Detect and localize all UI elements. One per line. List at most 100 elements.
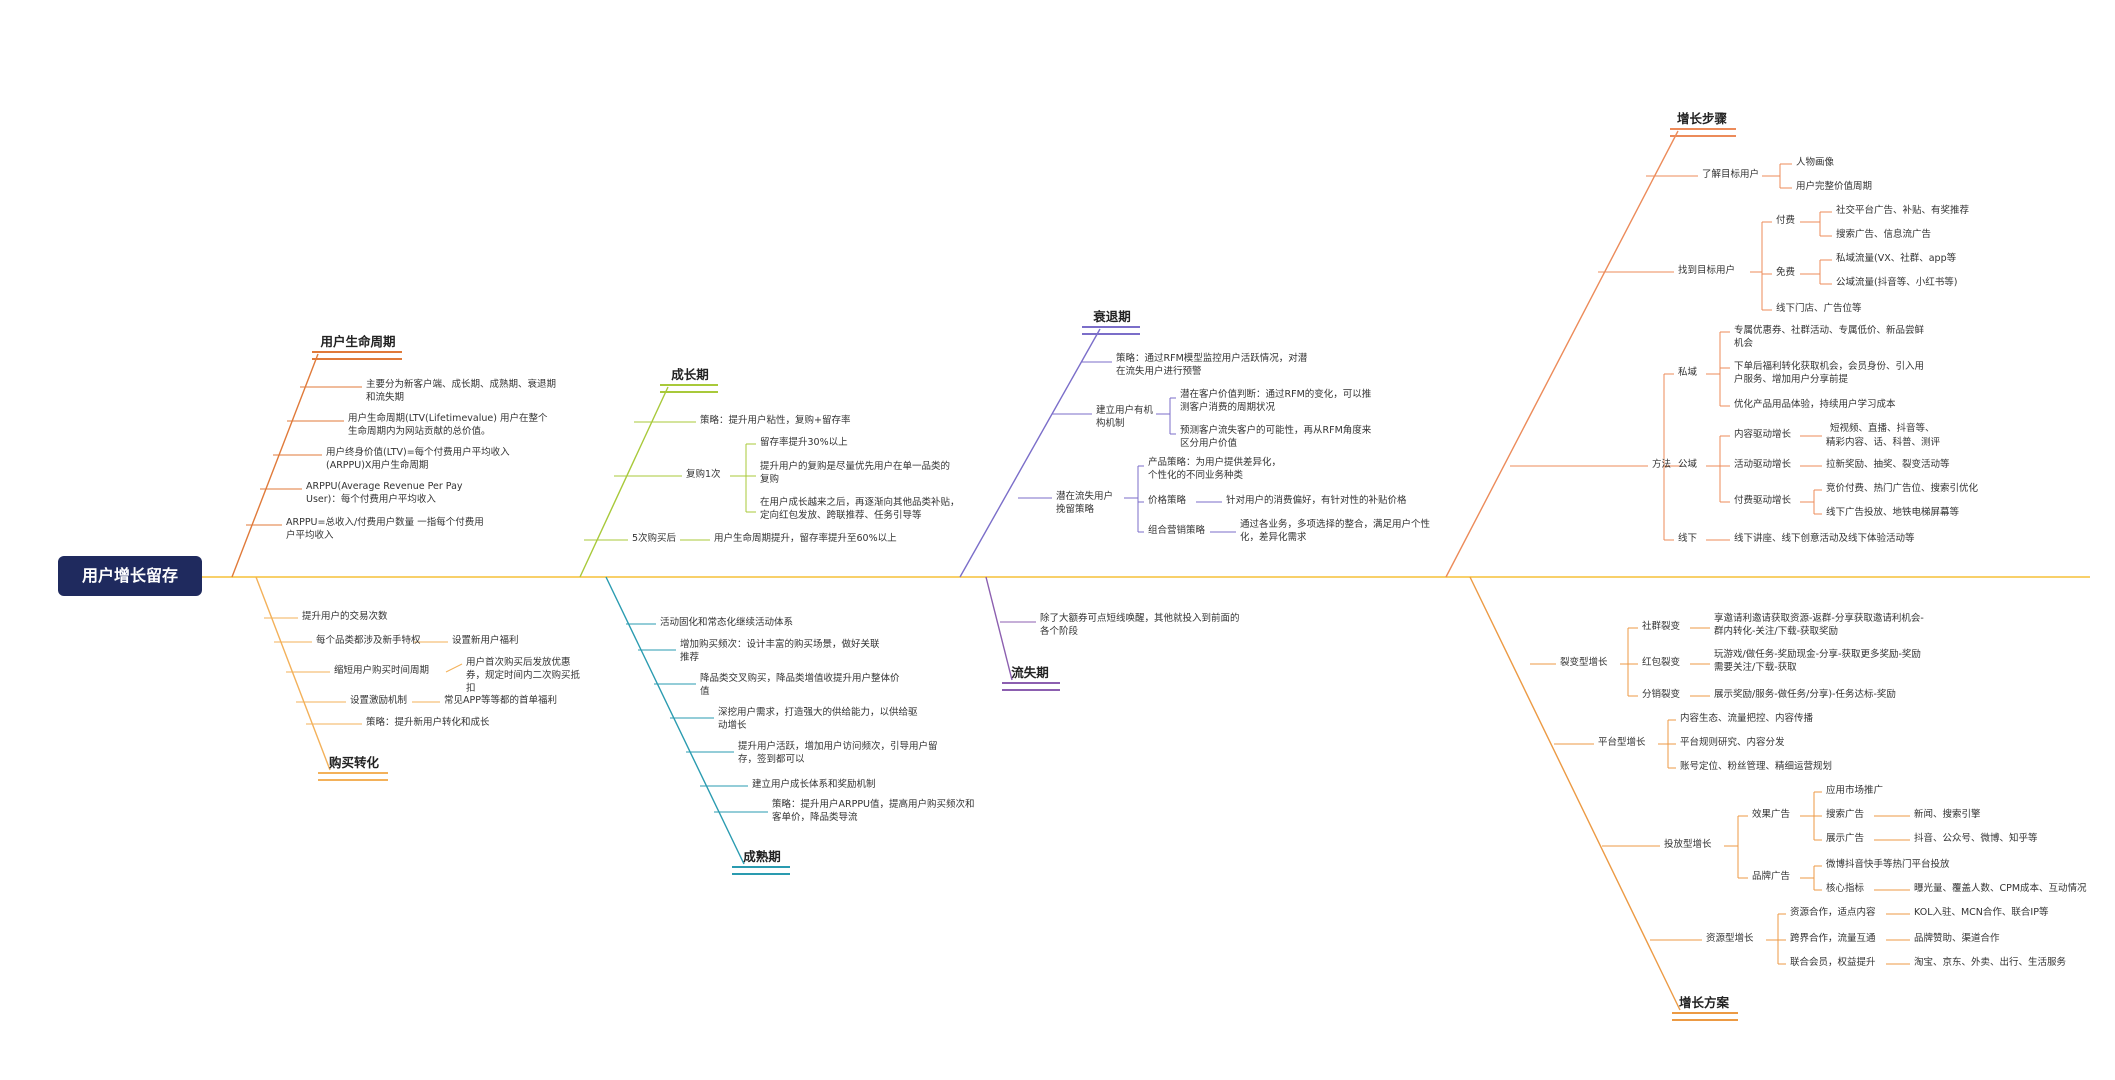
purchase-item[interactable]: 策略：提升新用户转化和成长	[366, 717, 490, 728]
mature-item[interactable]: 活动固化和常态化继续活动体系	[660, 617, 794, 628]
resource-sub[interactable]: 品牌赞助、渠道合作	[1914, 933, 2000, 944]
offline2-item[interactable]: 线下讲座、线下创意活动及线下体验活动等	[1734, 533, 1915, 544]
steps-free[interactable]: 免费	[1776, 267, 1796, 278]
repurchase-sub[interactable]: 在用户成长越来之后，再逐渐向其他品类补贴，定向红包发放、跨联推荐、任务引导等	[760, 497, 960, 521]
effect-item[interactable]: 展示广告	[1826, 833, 1865, 844]
steps-offline2[interactable]: 线下	[1678, 533, 1698, 544]
share-item[interactable]: 展示奖励/服务-做任务/分享)-任务达标-奖励	[1714, 689, 1896, 700]
steps-public[interactable]: 公域	[1678, 459, 1698, 470]
mature-item[interactable]: 建立用户成长体系和奖励机制	[752, 779, 876, 790]
ad-brand[interactable]: 品牌广告	[1752, 871, 1791, 882]
steps-offline[interactable]: 线下门店、广告位等	[1776, 303, 1862, 314]
purchase-item[interactable]: 每个品类都涉及新手特权	[316, 635, 421, 646]
public-group[interactable]: 付费驱动增长	[1734, 495, 1792, 506]
plan-social[interactable]: 社群裂变	[1642, 621, 1681, 632]
growth-item[interactable]: 策略：提升用户粘性，复购+留存率	[700, 415, 851, 426]
plan-redpack[interactable]: 红包裂变	[1642, 657, 1681, 668]
lifecycle-item[interactable]: 用户终身价值(LTV)=每个付费用户平均收入(ARPPU)X用户生命周期	[326, 447, 510, 471]
lifecycle-item[interactable]: 用户生命周期(LTV(Lifetimevalue) 用户在整个生命周期内为网站贡…	[348, 413, 548, 437]
retain-sub[interactable]: 产品策略：为用户提供差异化，个性化的不同业务种类	[1148, 457, 1282, 481]
growth-item[interactable]: 复购1次	[686, 469, 721, 480]
purchase-sub[interactable]: 设置新用户福利	[452, 635, 519, 646]
paid2-item[interactable]: 线下广告投放、地铁电梯屏幕等	[1826, 507, 1960, 518]
activity-item[interactable]: 拉新奖励、抽奖、裂变活动等	[1826, 459, 1950, 470]
plan-ad[interactable]: 投放型增长	[1664, 839, 1712, 850]
lifecycle-item[interactable]: 主要分为新客户端、成长期、成熟期、衰退期和流失期	[366, 379, 557, 403]
repurchase-sub[interactable]: 提升用户的复购是尽量优先用户在单一品类的复购	[760, 461, 951, 485]
root-node[interactable]: 用户增长留存	[58, 556, 202, 596]
paid-item[interactable]: 社交平台广告、补贴、有奖推荐	[1836, 205, 1970, 216]
brand-sub[interactable]: 曝光量、覆盖人数、CPM成本、互动情况	[1914, 883, 2087, 894]
mature-item[interactable]: 深挖用户需求，打造强大的供给能力，以供给驱动增长	[718, 707, 918, 731]
mature-item[interactable]: 策略：提升用户ARPPU值，提高用户购买频次和客单价，降品类导流	[772, 799, 975, 823]
platform-item[interactable]: 账号定位、粉丝管理、精细运营规划	[1680, 761, 1833, 772]
decline-item[interactable]: 潜在流失用户挽留策略	[1056, 491, 1114, 515]
platform-item[interactable]: 内容生态、流量把控、内容传播	[1680, 713, 1814, 724]
mature-item[interactable]: 增加购买频次：设计丰富的购买场景，做好关联推荐	[680, 639, 880, 663]
public-group[interactable]: 活动驱动增长	[1734, 459, 1792, 470]
private-item[interactable]: 优化产品用品体验，持续用户学习成本	[1734, 399, 1896, 410]
brand-item[interactable]: 微博抖音快手等热门平台投放	[1826, 859, 1950, 870]
steps-find[interactable]: 找到目标用户	[1678, 265, 1736, 276]
resource-sub[interactable]: KOL入驻、MCN合作、联合IP等	[1914, 907, 2049, 918]
mature-item[interactable]: 提升用户活跃，增加用户访问频次，引导用户留存，签到都可以	[738, 741, 938, 765]
retain-sub2[interactable]: 针对用户的消费偏好，有针对性的补贴价格	[1226, 495, 1407, 506]
purchase-item[interactable]: 提升用户的交易次数	[302, 611, 388, 622]
lifecycle-title[interactable]: 用户生命周期	[320, 334, 396, 349]
churn-item[interactable]: 除了大额券可点短线唤醒，其他就投入到前面的各个阶段	[1040, 613, 1240, 637]
steps-know[interactable]: 了解目标用户	[1702, 169, 1760, 180]
effect-sub[interactable]: 抖音、公众号、微博、知乎等	[1914, 833, 2038, 844]
resource-item[interactable]: 资源合作，适点内容	[1790, 907, 1876, 918]
resource-item[interactable]: 跨界合作，流量互通	[1790, 933, 1876, 944]
mature-item[interactable]: 降品类交叉购买，降品类增值收提升用户整体价值	[700, 673, 900, 697]
purchase-item[interactable]: 缩短用户购买时间周期	[334, 665, 430, 676]
free-item[interactable]: 公域流量(抖音等、小红书等)	[1836, 277, 1958, 288]
steps-paid[interactable]: 付费	[1776, 215, 1796, 226]
free-item[interactable]: 私域流量(VX、社群、app等	[1836, 253, 1957, 264]
repurchase-sub[interactable]: 留存率提升30%以上	[760, 437, 848, 448]
decline-item[interactable]: 建立用户有机构机制	[1096, 405, 1154, 429]
decline-item[interactable]: 策略：通过RFM模型监控用户活跃情况，对潜在流失用户进行预警	[1116, 353, 1308, 377]
growth-title[interactable]: 成长期	[671, 367, 709, 382]
plan-resource[interactable]: 资源型增长	[1706, 933, 1754, 944]
steps-private[interactable]: 私域	[1678, 367, 1698, 378]
growth-item[interactable]: 5次购买后	[632, 533, 677, 544]
steps-method[interactable]: 方法	[1652, 459, 1672, 470]
decline-title[interactable]: 衰退期	[1093, 309, 1131, 324]
effect-sub[interactable]: 新闻、搜索引擎	[1914, 809, 1981, 820]
paid-item[interactable]: 搜索广告、信息流广告	[1836, 229, 1932, 240]
resource-sub[interactable]: 淘宝、京东、外卖、出行、生活服务	[1914, 957, 2067, 968]
retain-sub[interactable]: 组合营销策略	[1148, 525, 1206, 536]
churn-title[interactable]: 流失期	[1011, 665, 1049, 680]
plan-title[interactable]: 增长方案	[1678, 995, 1729, 1010]
brand-item[interactable]: 核心指标	[1826, 883, 1865, 894]
lifecycle-item[interactable]: ARPPU=总收入/付费用户数量 一指每个付费用户平均收入	[286, 517, 484, 541]
platform-item[interactable]: 平台规则研究、内容分发	[1680, 737, 1785, 748]
plan-share[interactable]: 分销裂变	[1642, 689, 1681, 700]
after5-sub[interactable]: 用户生命周期提升，留存率提升至60%以上	[714, 533, 897, 544]
redpack-item[interactable]: 玩游戏/做任务-奖励现金-分享-获取更多奖励-奖励需要关注/下载-获取	[1714, 649, 1921, 673]
steps-know-item[interactable]: 用户完整价值周期	[1796, 181, 1873, 192]
ad-effect[interactable]: 效果广告	[1752, 809, 1791, 820]
lifecycle-item[interactable]: ARPPU(Average Revenue Per Pay User)：每个付费…	[306, 481, 463, 505]
private-item[interactable]: 下单后福利转化获取机会，会员身份、引入用户服务、增加用户分享前提	[1734, 361, 1925, 385]
retain-sub2[interactable]: 通过各业务，多项选择的整合，满足用户个性化，差异化需求	[1240, 519, 1431, 543]
model-sub[interactable]: 潜在客户价值判断：通过RFM的变化，可以推测客户消费的周期状况	[1180, 389, 1372, 413]
effect-item[interactable]: 应用市场推广	[1826, 785, 1884, 796]
resource-item[interactable]: 联合会员，权益提升	[1790, 957, 1876, 968]
steps-know-item[interactable]: 人物画像	[1796, 157, 1835, 168]
paid2-item[interactable]: 竞价付费、热门广告位、搜索引优化	[1826, 483, 1979, 494]
purchase-title[interactable]: 购买转化	[328, 755, 379, 770]
model-sub[interactable]: 预测客户流失客户的可能性，再从RFM角度来区分用户价值	[1180, 425, 1372, 449]
purchase-item[interactable]: 设置激励机制	[350, 695, 408, 706]
steps-title[interactable]: 增长步骤	[1676, 111, 1727, 126]
plan-platform[interactable]: 平台型增长	[1598, 737, 1646, 748]
purchase-sub[interactable]: 用户首次购买后发放优惠券，规定时间内二次购买抵扣	[466, 657, 581, 694]
plan-fission[interactable]: 裂变型增长	[1560, 657, 1608, 668]
effect-item[interactable]: 搜索广告	[1826, 809, 1865, 820]
content-item[interactable]: 精彩内容、话、科普、测评	[1826, 437, 1941, 448]
purchase-sub[interactable]: 常见APP等等都的首单福利	[444, 695, 557, 706]
mature-title[interactable]: 成熟期	[743, 849, 781, 864]
retain-sub[interactable]: 价格策略	[1148, 495, 1187, 506]
public-group[interactable]: 内容驱动增长	[1734, 429, 1792, 440]
